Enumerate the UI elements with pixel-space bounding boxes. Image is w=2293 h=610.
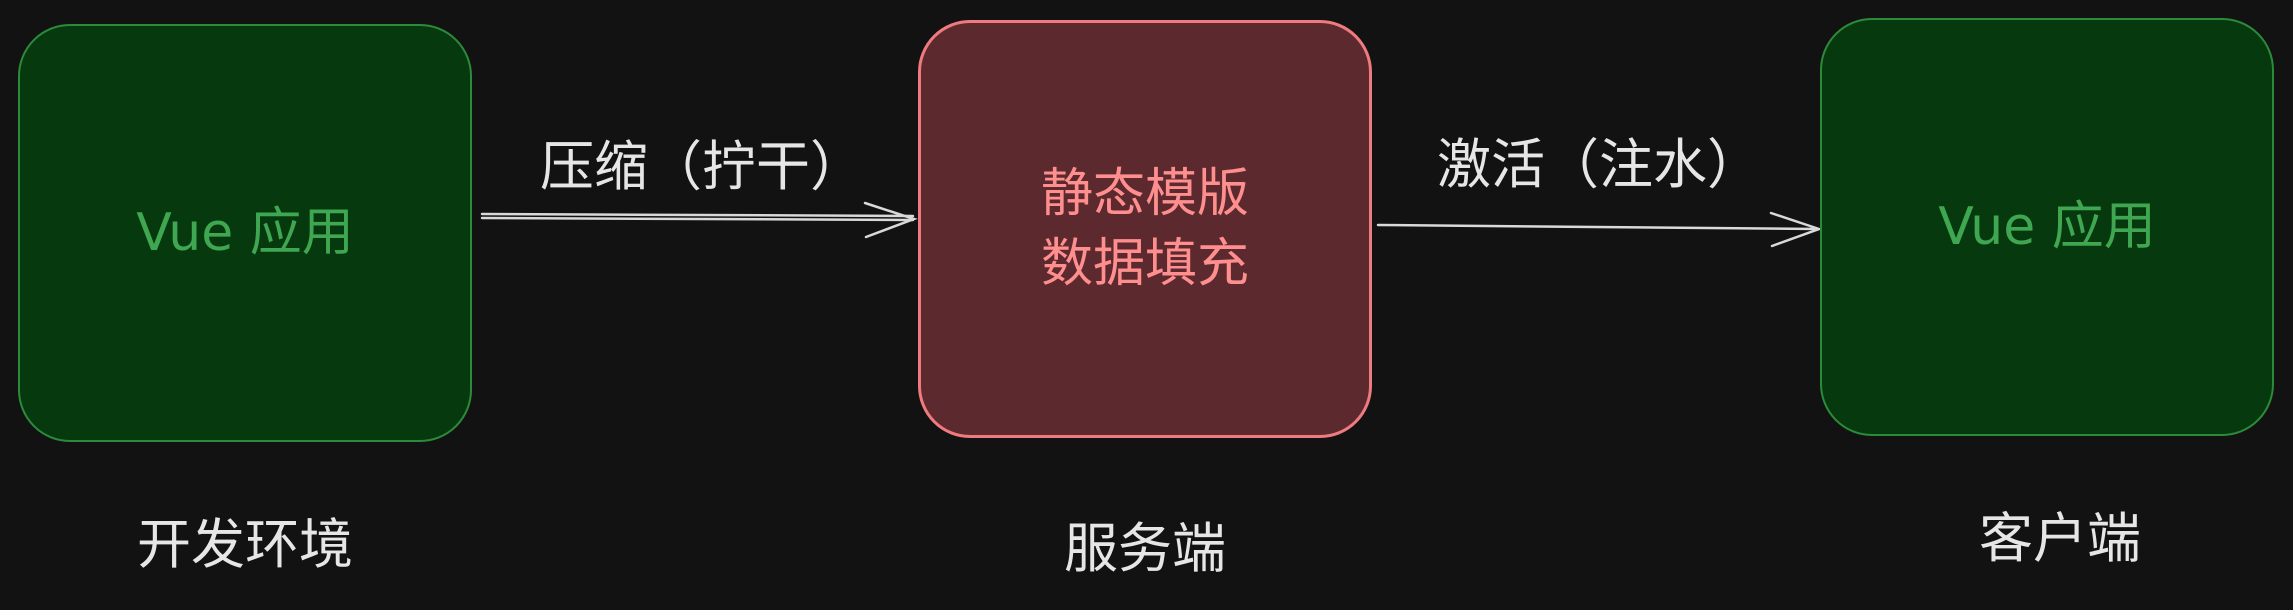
server-template-label: 静态模版 数据填充 <box>1040 164 1249 294</box>
arrow-activate <box>1376 211 1823 248</box>
client-caption: 客户端 <box>1979 507 2141 570</box>
activate-label: 激活（注水） <box>1437 133 1761 196</box>
compress-label: 压缩（拧干） <box>540 135 864 198</box>
server-caption: 服务端 <box>1064 517 1226 580</box>
client-app-label: Vue 应用 <box>1938 197 2156 257</box>
arrow-compress <box>480 201 918 239</box>
server-template-node: 静态模版 数据填充 <box>918 20 1372 438</box>
dev-app-label: Vue 应用 <box>136 203 354 263</box>
dev-app-node: Vue 应用 <box>18 24 472 442</box>
dev-env-caption: 开发环境 <box>137 513 353 576</box>
client-app-node: Vue 应用 <box>1820 18 2274 436</box>
